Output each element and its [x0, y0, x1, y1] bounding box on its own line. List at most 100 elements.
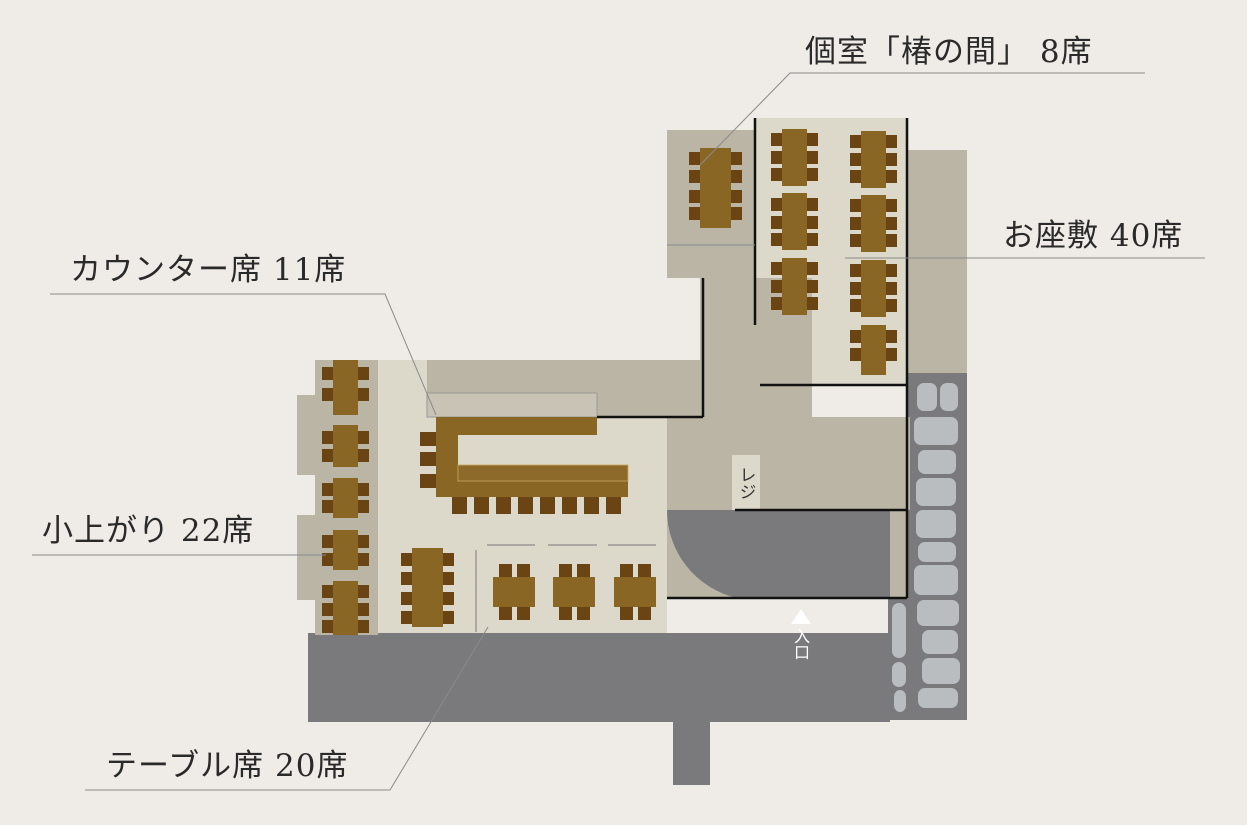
chair [807, 233, 818, 246]
chair [401, 572, 412, 585]
chair [850, 170, 861, 183]
chair [850, 330, 861, 343]
stone [922, 658, 960, 684]
chair [850, 299, 861, 312]
chair [771, 297, 782, 310]
entrance-arrow-icon [791, 609, 811, 624]
chair [401, 553, 412, 566]
chair [322, 553, 333, 566]
chair [850, 217, 861, 230]
chair [731, 152, 742, 165]
register-box [732, 455, 760, 510]
counter-chair [496, 497, 511, 514]
chair [443, 553, 454, 566]
chair [886, 170, 897, 183]
chair [517, 564, 530, 578]
table [782, 193, 807, 250]
chair [638, 564, 651, 578]
chair [771, 216, 782, 229]
label-table-seats: テーブル席 20席 [106, 748, 349, 784]
chair [886, 217, 897, 230]
table [861, 195, 886, 252]
chair [322, 603, 333, 616]
chair [322, 388, 333, 401]
chair [731, 170, 742, 183]
chair [771, 168, 782, 181]
table [333, 530, 358, 570]
chair [517, 606, 530, 620]
counter-chair [606, 497, 621, 514]
table [412, 548, 443, 627]
chair [620, 606, 633, 620]
stone [917, 383, 937, 411]
table [782, 258, 807, 315]
chair [731, 207, 742, 220]
chair [322, 620, 333, 633]
chair [401, 611, 412, 624]
chair [850, 264, 861, 277]
table [333, 425, 358, 467]
label-private-room: 個室「椿の間」 8席 [805, 34, 1093, 70]
chair [850, 153, 861, 166]
counter-chair [420, 452, 436, 466]
chair [886, 348, 897, 361]
chair [886, 282, 897, 295]
chair [358, 367, 369, 380]
door-swing [666, 510, 737, 598]
chair [771, 280, 782, 293]
chair [886, 299, 897, 312]
stone [916, 478, 956, 506]
chair [850, 199, 861, 212]
stone [894, 690, 906, 712]
chair [638, 606, 651, 620]
stone-path [888, 373, 967, 720]
chair [886, 330, 897, 343]
chair [771, 233, 782, 246]
counter-chair [562, 497, 577, 514]
chair [771, 151, 782, 164]
stone [922, 630, 958, 654]
chair [577, 606, 590, 620]
chair [850, 348, 861, 361]
chair [322, 585, 333, 598]
label-counter: カウンター席 11席 [70, 252, 347, 288]
chair [443, 592, 454, 605]
counter-chair [474, 497, 489, 514]
stone [892, 603, 906, 658]
chair [689, 170, 700, 183]
chair [358, 603, 369, 616]
stone [917, 600, 959, 626]
table [861, 325, 886, 375]
table [493, 577, 535, 607]
table [333, 581, 358, 635]
counter-chair [518, 497, 533, 514]
register-label: レジ [735, 466, 756, 500]
chair [358, 553, 369, 566]
chair [731, 190, 742, 203]
chair [443, 572, 454, 585]
chair [358, 500, 369, 513]
chair [850, 135, 861, 148]
chair [850, 234, 861, 247]
counter-chair [584, 497, 599, 514]
counter [436, 417, 629, 497]
chair [499, 564, 512, 578]
stone [918, 542, 956, 562]
chair [322, 500, 333, 513]
chair [401, 592, 412, 605]
chair [358, 535, 369, 548]
stone [916, 510, 956, 538]
stone [914, 417, 958, 445]
counter-chair [420, 474, 436, 488]
chair [689, 152, 700, 165]
label-zashiki: お座敷 40席 [1003, 218, 1184, 254]
chair [807, 198, 818, 211]
chair [358, 431, 369, 444]
chair [807, 297, 818, 310]
chair [886, 264, 897, 277]
stone [918, 688, 958, 708]
counter-chair [452, 497, 467, 514]
chair [807, 280, 818, 293]
chair [850, 282, 861, 295]
